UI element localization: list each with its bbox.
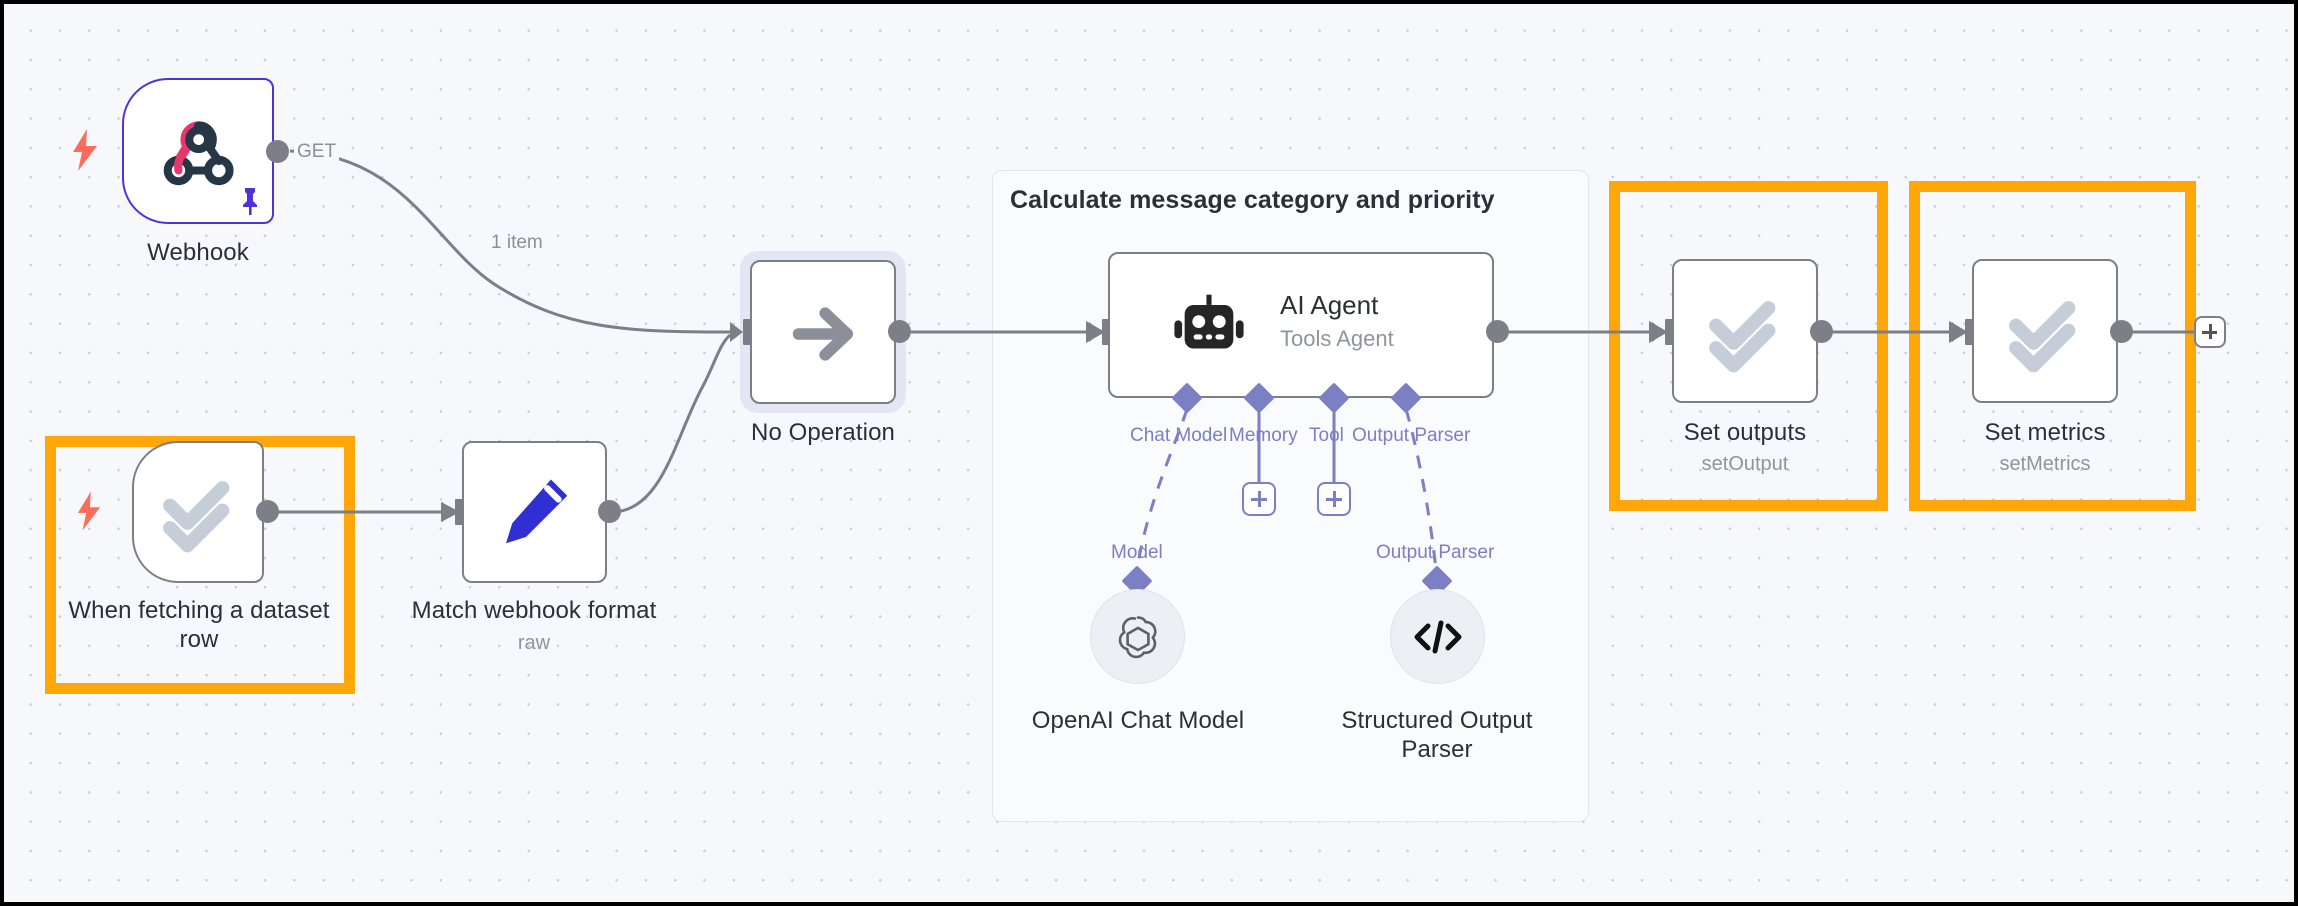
double-check-icon	[160, 473, 240, 553]
node-sublabel-set-outputs: setOutput	[1701, 453, 1789, 475]
input-arrow-match-webhook-format	[442, 502, 455, 522]
pencil-icon	[496, 471, 576, 553]
output-port-when-fetching-dataset-row[interactable]	[256, 500, 279, 523]
agent-port-label-memory: Memory	[1229, 425, 1298, 446]
node-sublabel-match-webhook-format: raw	[517, 632, 551, 654]
edge-label-get: GET	[294, 141, 340, 163]
input-port-set-outputs[interactable]	[1665, 319, 1675, 345]
input-port-ai-agent[interactable]	[1102, 319, 1112, 345]
node-openai-chat-model[interactable]	[1090, 589, 1185, 684]
output-port-no-operation[interactable]	[888, 320, 911, 343]
node-set-metrics[interactable]	[1972, 259, 2118, 403]
input-arrow-set-metrics	[1952, 322, 1965, 342]
ai-agent-title: AI Agent	[1280, 290, 1379, 320]
output-port-ai-agent[interactable]	[1486, 320, 1509, 343]
input-arrow-ai-agent	[1089, 322, 1102, 342]
output-port-set-outputs[interactable]	[1810, 320, 1833, 343]
highlight-frame-set-outputs	[1609, 181, 1888, 511]
robot-icon	[1168, 287, 1250, 369]
add-tool-button[interactable]	[1317, 482, 1351, 516]
input-arrow-no-operation	[730, 322, 743, 342]
node-when-fetching-dataset-row[interactable]	[132, 441, 264, 583]
group-title: Calculate message category and priority	[1010, 186, 1495, 214]
openai-icon	[1112, 611, 1164, 663]
ai-agent-subtitle: Tools Agent	[1280, 326, 1394, 351]
node-label-when-fetching-dataset-row: When fetching a dataset row	[68, 597, 330, 653]
node-label-webhook: Webhook	[147, 239, 249, 266]
node-webhook[interactable]	[122, 78, 274, 224]
agent-port-label-output-parser: Output Parser	[1352, 425, 1471, 446]
node-structured-output-parser[interactable]	[1390, 589, 1485, 684]
output-port-webhook[interactable]	[266, 140, 289, 163]
node-label-structured-output-parser: Structured Output Parser	[1341, 707, 1533, 763]
input-port-match-webhook-format[interactable]	[455, 499, 465, 525]
node-label-no-operation: No Operation	[751, 419, 895, 446]
input-port-no-operation[interactable]	[743, 319, 753, 345]
node-match-webhook-format[interactable]	[462, 441, 607, 583]
arrow-right-icon	[785, 297, 863, 371]
double-check-icon	[2006, 293, 2086, 373]
input-port-set-metrics[interactable]	[1965, 319, 1975, 345]
trigger-bolt-icon-dataset-row	[76, 491, 102, 531]
edge-label-item-count: 1 item	[488, 232, 546, 254]
node-label-set-outputs: Set outputs	[1683, 419, 1807, 446]
agent-port-label-tool: Tool	[1309, 425, 1344, 446]
node-ai-agent[interactable]: AI Agent Tools Agent	[1108, 252, 1494, 398]
webhook-icon	[157, 110, 243, 196]
sub-connection-label-model: Model	[1111, 542, 1163, 563]
node-no-operation[interactable]	[750, 260, 896, 404]
pin-icon	[238, 186, 262, 216]
node-sublabel-set-metrics: setMetrics	[1999, 453, 2091, 475]
node-set-outputs[interactable]	[1672, 259, 1818, 403]
double-check-icon	[1706, 293, 1786, 373]
highlight-frame-set-metrics	[1909, 181, 2196, 511]
node-label-openai-chat-model: OpenAI Chat Model	[1031, 707, 1245, 734]
trigger-bolt-icon-webhook	[71, 129, 99, 171]
node-label-set-metrics: Set metrics	[1984, 419, 2106, 446]
agent-port-label-chat-model: Chat Model	[1130, 425, 1228, 446]
output-port-set-metrics[interactable]	[2110, 320, 2133, 343]
add-node-button[interactable]	[2194, 316, 2226, 348]
workflow-canvas[interactable]: Calculate message category and priority …	[4, 4, 2294, 902]
sub-connection-label-output-parser: Output Parser	[1376, 542, 1495, 563]
add-memory-button[interactable]	[1242, 482, 1276, 516]
node-label-match-webhook-format: Match webhook format	[411, 597, 657, 624]
input-arrow-set-outputs	[1652, 322, 1665, 342]
code-brackets-icon	[1411, 616, 1465, 658]
output-port-match-webhook-format[interactable]	[598, 500, 621, 523]
